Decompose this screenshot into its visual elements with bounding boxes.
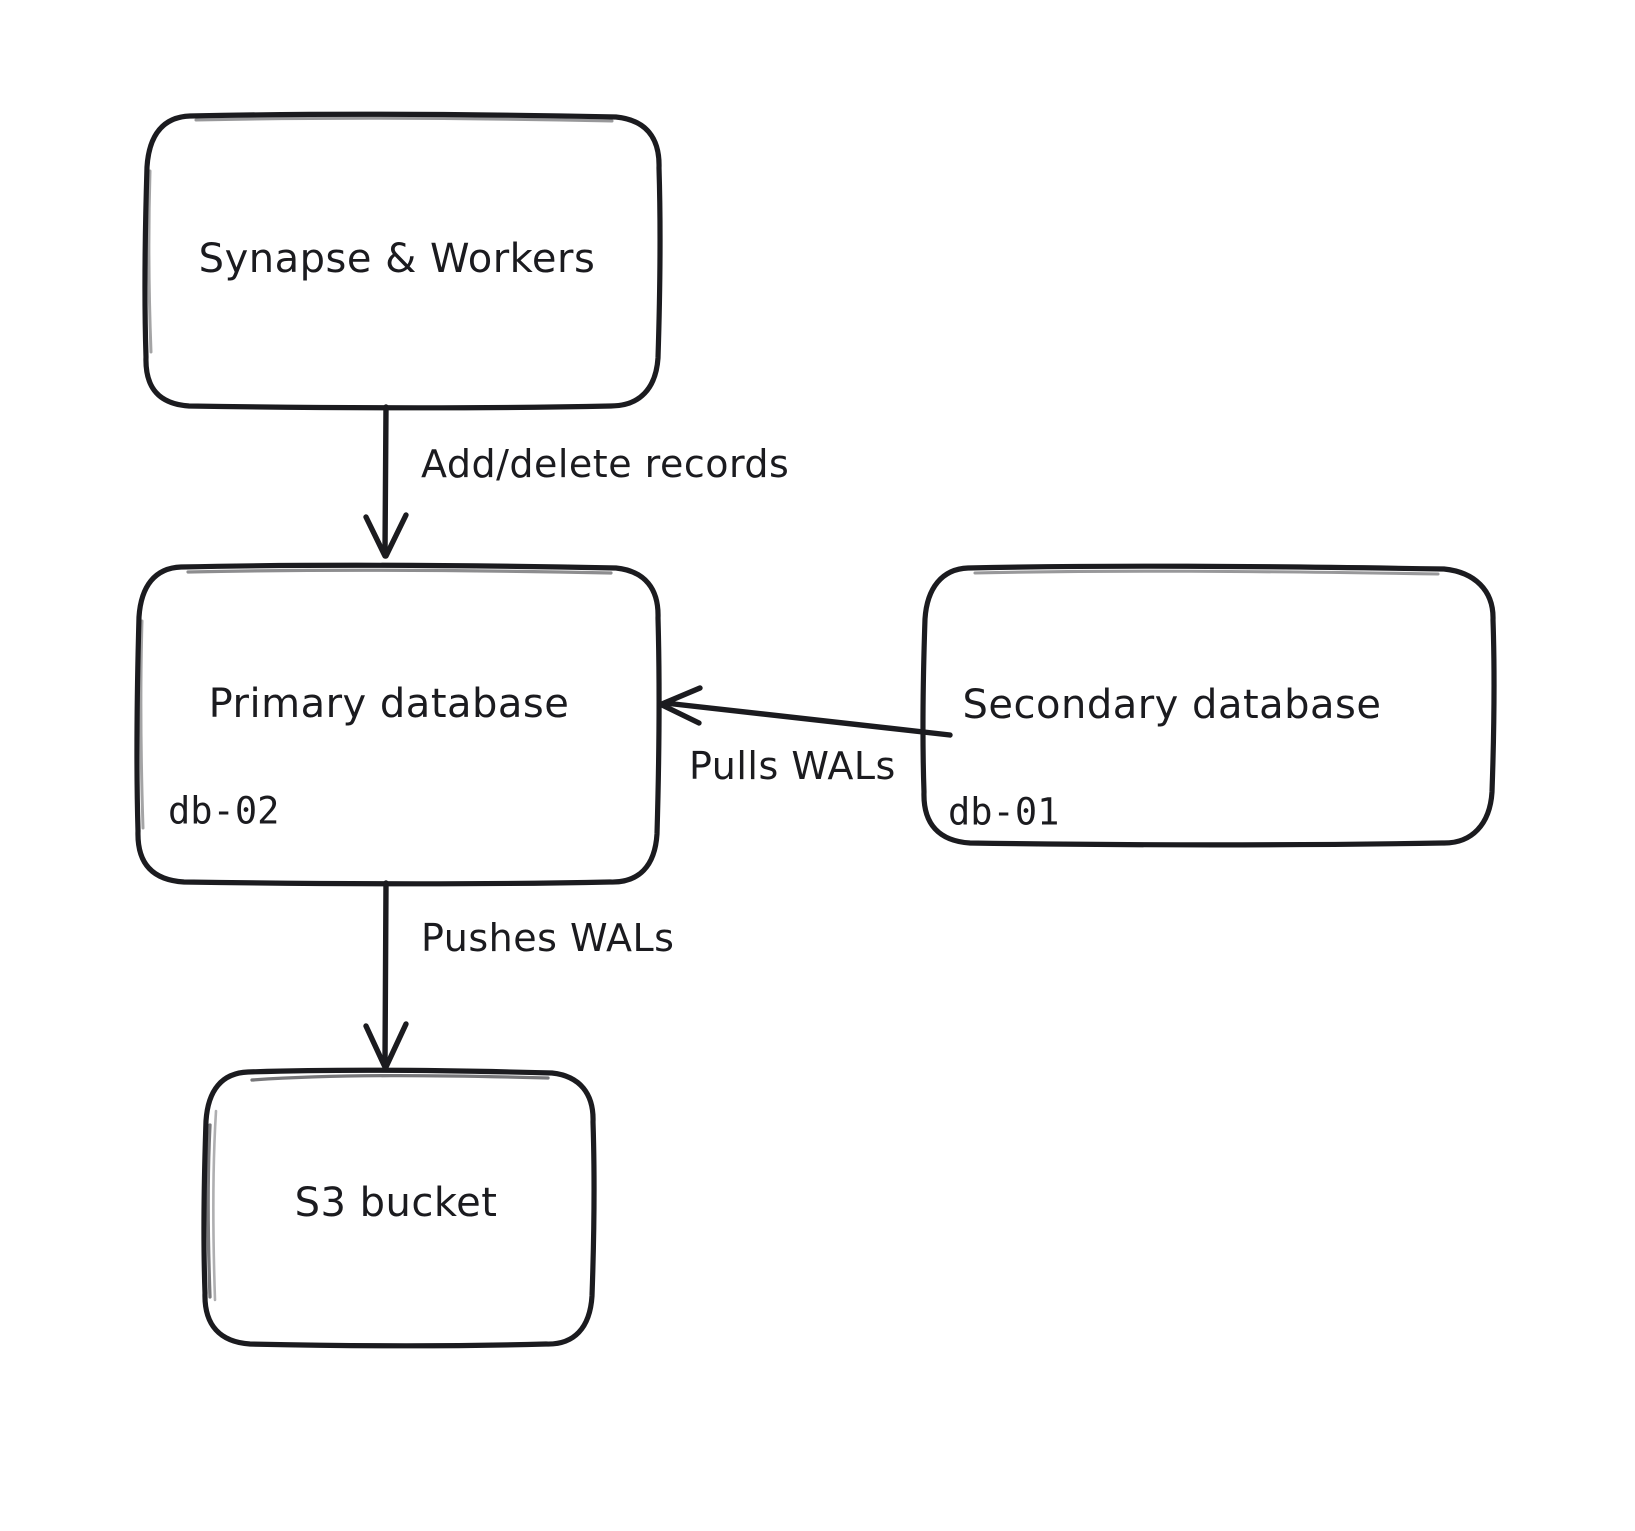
edge-synapse-to-primary	[363, 404, 409, 559]
node-shape-primary-db	[134, 562, 662, 887]
node-label-secondary-db: Secondary database	[962, 682, 1382, 728]
edge-label-pushes-wals: Pushes WALs	[421, 916, 675, 960]
node-shape-secondary-db	[920, 563, 1497, 848]
node-sublabel-secondary-db: db-01	[948, 790, 1060, 834]
edge-label-pulls-wals: Pulls WALs	[689, 744, 896, 788]
node-shape-s3-bucket	[201, 1067, 597, 1349]
edge-primary-to-s3	[363, 880, 409, 1070]
edge-secondary-to-primary	[659, 685, 953, 738]
node-sublabel-primary-db: db-02	[168, 789, 280, 833]
node-shape-synapse	[142, 111, 663, 411]
node-label-s3-bucket: S3 bucket	[294, 1180, 498, 1226]
node-label-primary-db: Primary database	[208, 681, 570, 727]
node-label-synapse: Synapse & Workers	[198, 236, 596, 282]
edge-label-add-delete-records: Add/delete records	[421, 442, 790, 486]
